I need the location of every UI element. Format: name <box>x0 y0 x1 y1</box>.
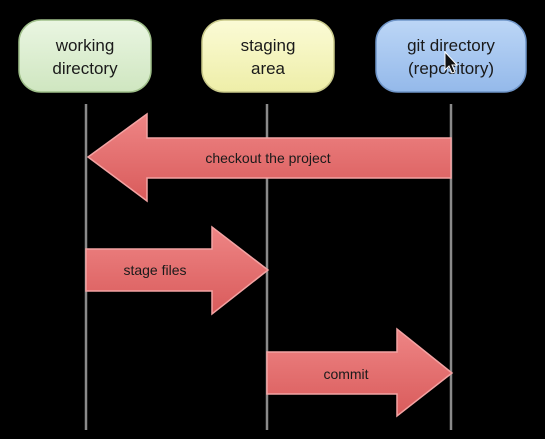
node-staging-line-1: staging <box>241 36 296 55</box>
mouse-pointer-icon <box>444 50 459 74</box>
node-working-line-2: directory <box>52 59 118 78</box>
node-staging-line-2: area <box>251 59 286 78</box>
arrow-commit-label: commit <box>323 366 368 382</box>
arrow-stage-files: stage files <box>85 225 270 316</box>
node-git-line-1: git directory <box>407 36 495 55</box>
node-staging-area: staging area <box>201 19 335 93</box>
arrow-commit: commit <box>266 327 454 418</box>
arrow-checkout-label: checkout the project <box>205 150 330 166</box>
node-git-directory: git directory (repository) <box>375 19 527 93</box>
node-working-directory: working directory <box>18 19 152 93</box>
arrow-stage-label: stage files <box>123 262 186 278</box>
arrow-checkout: checkout the project <box>86 112 452 203</box>
node-working-line-1: working <box>55 36 115 55</box>
